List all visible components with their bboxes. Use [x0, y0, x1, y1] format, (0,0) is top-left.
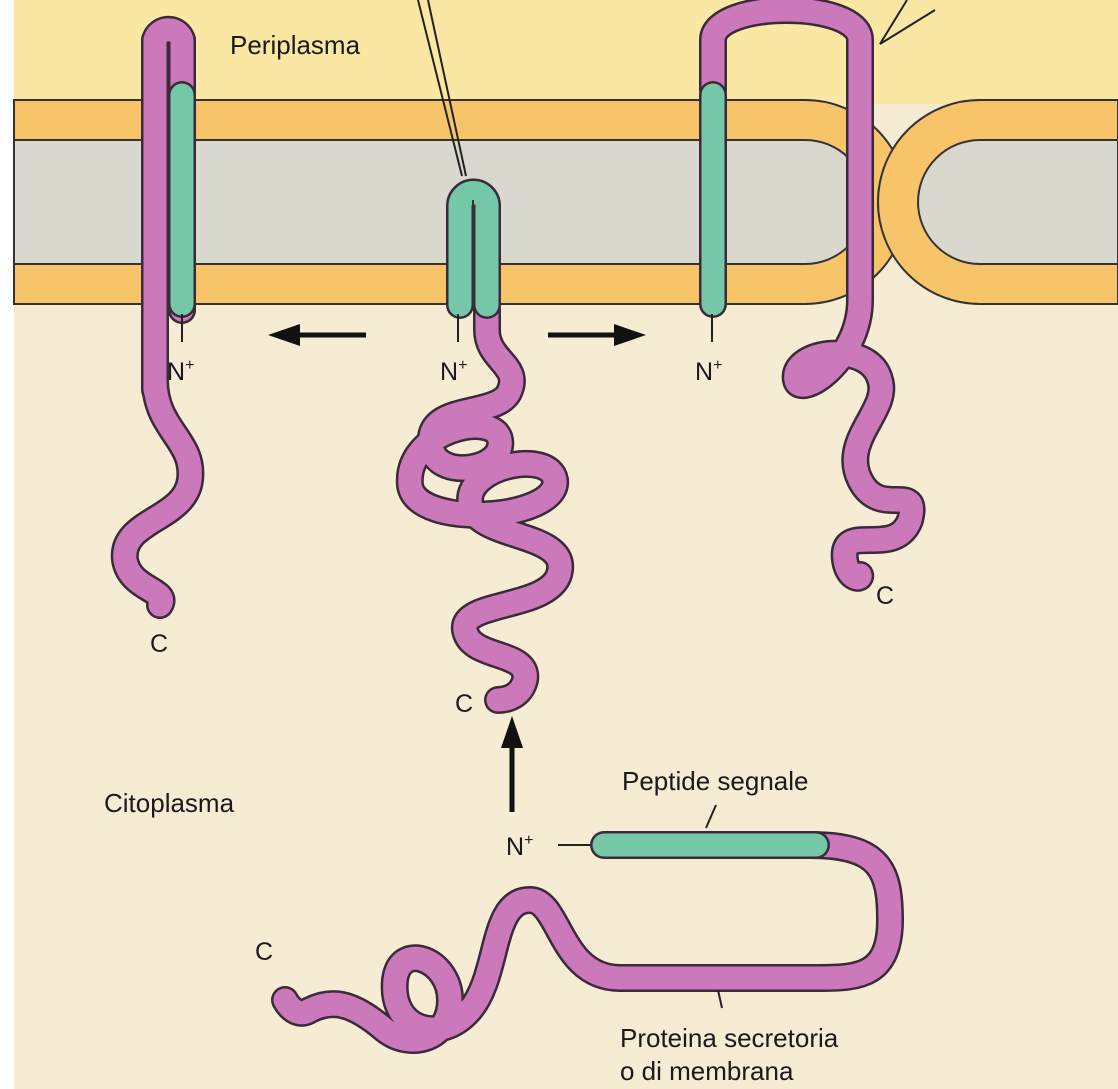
protein-label-line1: Proteina secretoria	[620, 1023, 839, 1053]
protein-label-line2: o di membrana	[620, 1056, 794, 1086]
membrane-right	[878, 100, 1118, 304]
c-terminus-label-left: C	[150, 630, 168, 658]
signal-peptide-label: Peptide segnale	[622, 766, 808, 796]
cytoplasm-label: Citoplasma	[104, 788, 235, 818]
c-terminus-label-center: C	[455, 690, 473, 718]
periplasm-label: Periplasma	[230, 30, 361, 60]
c-terminus-label-right: C	[876, 582, 894, 610]
c-terminus-label-bottom: C	[255, 938, 273, 966]
